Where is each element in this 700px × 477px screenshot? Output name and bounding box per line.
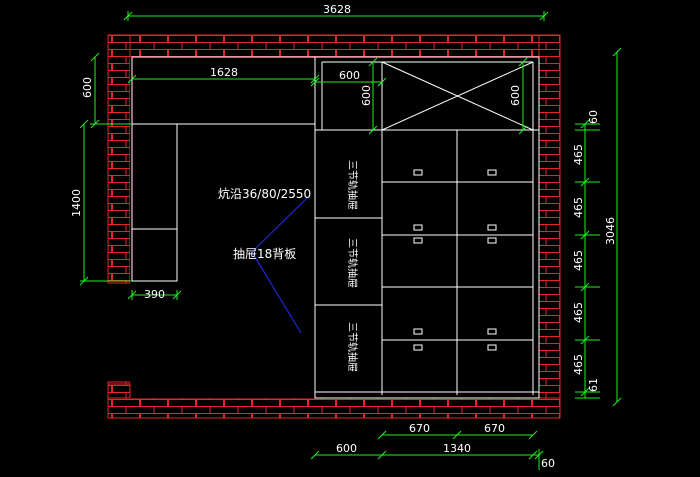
dim-side-cabinet-width: 390: [144, 288, 165, 301]
dim-row-2: 465: [572, 197, 585, 218]
dim-row-5: 465: [572, 354, 585, 375]
dim-bottom-right: 60: [541, 457, 555, 470]
drawer-label-2: 三节轨抽屉: [346, 238, 359, 288]
wall-right: [538, 34, 561, 419]
drawer-back-note: 抽屉18背板: [233, 247, 296, 261]
box-cross-2: [381, 61, 534, 131]
handle: [487, 224, 497, 231]
handle: [413, 328, 423, 335]
wall-top: [107, 34, 561, 58]
handle: [487, 328, 497, 335]
kang-edge-note: 炕沿36/80/2550: [218, 186, 311, 201]
handle: [487, 169, 497, 176]
brick-wall: [107, 34, 561, 419]
dim-overall-height: 3046: [604, 217, 617, 245]
dim-bottom-mid: 1340: [443, 442, 471, 455]
handle: [413, 224, 423, 231]
dim-box-height-right: 600: [509, 85, 522, 106]
dim-bottom-left: 600: [336, 442, 357, 455]
side-cabinet: [131, 123, 178, 282]
leader-lines: [251, 196, 309, 334]
wall-bottom: [107, 397, 561, 419]
dim-side-cabinet-length: 1400: [70, 189, 83, 217]
drawer-label-1: 三节轨抽屉: [346, 160, 359, 210]
dim-top-cabinet-depth: 600: [81, 77, 94, 98]
dim-row-3: 465: [572, 250, 585, 271]
handle: [413, 237, 423, 244]
drawer-handles: [413, 169, 497, 351]
dim-row-4: 465: [572, 302, 585, 323]
dim-drawer-width-a: 670: [409, 422, 430, 435]
dim-overall-width: 3628: [323, 3, 351, 16]
wall-left-upper: [107, 34, 131, 284]
dim-box-height-left: 600: [360, 85, 373, 106]
handle: [413, 169, 423, 176]
dimension-lines: [79, 11, 622, 470]
dim-top-cabinet-width: 1628: [210, 66, 238, 79]
dim-bottom-gap: 61: [587, 378, 600, 392]
drawer-label-3: 三节轨抽屉: [346, 322, 359, 372]
handle: [487, 344, 497, 351]
handle: [487, 237, 497, 244]
dim-gap-right: 60: [587, 110, 600, 124]
dim-drawer-width-b: 670: [484, 422, 505, 435]
handle: [413, 344, 423, 351]
dim-box-width: 600: [339, 69, 360, 82]
drawer-cabinet: [314, 56, 540, 399]
cabinet-outlines: [131, 56, 540, 399]
dim-row-1: 465: [572, 144, 585, 165]
